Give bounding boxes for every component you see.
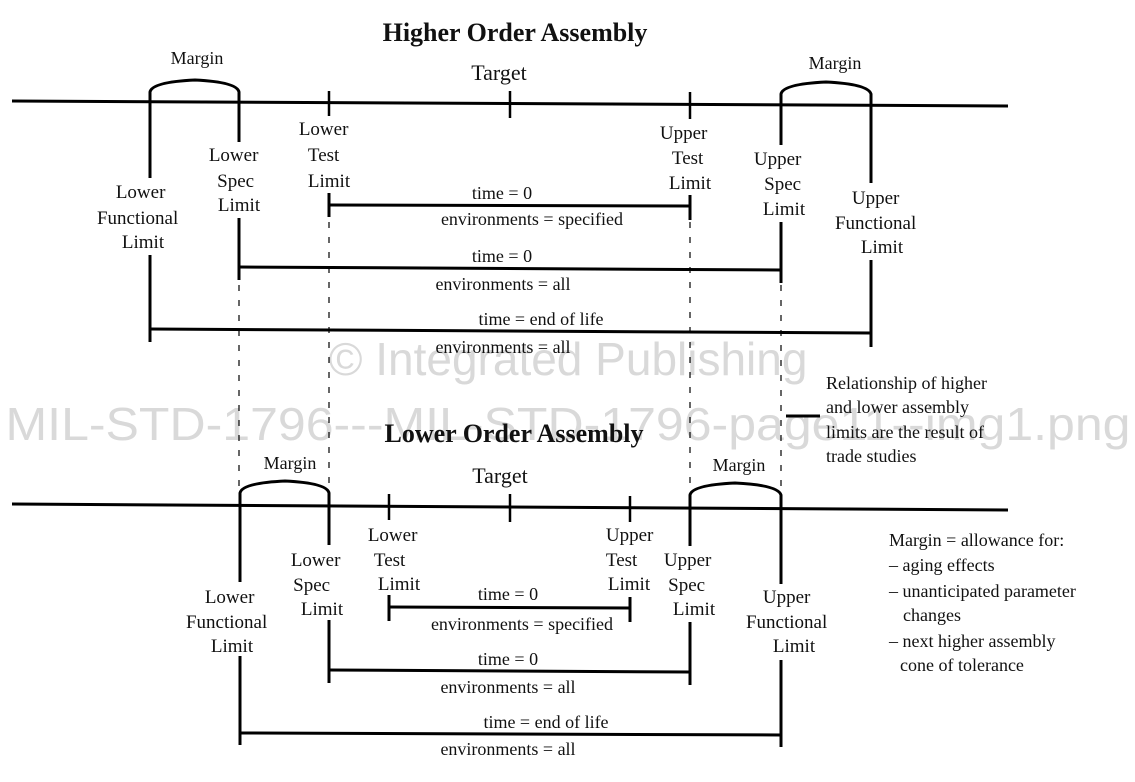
higher-band-all-time: time = 0 xyxy=(472,246,532,266)
higher-lower-functional-label: Lower Functional Limit xyxy=(97,182,183,253)
lower-target-label: Target xyxy=(472,463,527,488)
higher-title: Higher Order Assembly xyxy=(383,18,648,47)
lower-band-specified-bar xyxy=(388,605,631,610)
relationship-note-text: Relationship of higher and lower assembl… xyxy=(826,373,991,466)
lower-margin-right-label: Margin xyxy=(713,455,766,475)
higher-lower-test-label: Lower Test Limit xyxy=(299,119,353,192)
margin-note: Margin = allowance for: – aging effects … xyxy=(888,530,1080,675)
higher-band-all-env: environments = all xyxy=(435,274,570,294)
higher-upper-test-label: Upper Test Limit xyxy=(660,123,712,194)
higher-order-assembly: Higher Order Assembly Target Margin Marg… xyxy=(11,18,1009,357)
higher-band-eol-bar xyxy=(149,327,872,335)
lower-upper-spec-label: Upper Spec Limit xyxy=(664,550,716,620)
lower-margin-right-arc xyxy=(688,481,783,508)
margin-note-item-aging: – aging effects xyxy=(888,555,995,575)
lower-band-all-env: environments = all xyxy=(440,677,575,697)
lower-lower-test-label: Lower Test Limit xyxy=(368,525,422,595)
higher-target-label: Target xyxy=(471,60,526,85)
higher-margin-left-label: Margin xyxy=(171,48,224,68)
watermark-line1: © Integrated Publishing xyxy=(329,333,808,385)
lower-band-eol-time: time = end of life xyxy=(483,712,608,732)
higher-band-specified-env: environments = specified xyxy=(441,209,623,229)
higher-band-specified-bar xyxy=(328,203,691,208)
lower-band-eol-bar xyxy=(239,731,782,737)
higher-band-all-bar xyxy=(238,265,782,272)
higher-upper-spec-label: Upper Spec Limit xyxy=(754,149,806,220)
lower-band-eol-env: environments = all xyxy=(440,739,575,759)
lower-margin-left-arc xyxy=(238,479,331,506)
lower-band-all-time: time = 0 xyxy=(478,649,538,669)
lower-margin-left-label: Margin xyxy=(264,453,317,473)
higher-lower-spec-label: Lower Spec Limit xyxy=(209,145,263,216)
higher-upper-functional-label: Upper Functional Limit xyxy=(835,188,921,258)
watermark-line2: MIL-STD-1796---MIL-STD-1796-page11--img1… xyxy=(6,398,1131,450)
lower-title: Lower Order Assembly xyxy=(384,419,643,448)
lower-upper-functional-label: Upper Functional Limit xyxy=(746,587,832,657)
lower-lower-spec-label: Lower Spec Limit xyxy=(291,550,345,620)
higher-band-eol-env: environments = all xyxy=(435,337,570,357)
higher-band-specified-time: time = 0 xyxy=(472,183,532,203)
margin-note-item-unanticipated: – unanticipated parameter changes xyxy=(888,581,1080,625)
lower-lower-functional-label: Lower Functional Limit xyxy=(186,587,272,657)
lower-band-specified-env: environments = specified xyxy=(431,614,613,634)
higher-margin-right-arc xyxy=(779,80,873,105)
lower-band-specified-time: time = 0 xyxy=(478,584,538,604)
relationship-note: Relationship of higher and lower assembl… xyxy=(786,373,991,466)
higher-band-eol-time: time = end of life xyxy=(478,309,603,329)
lower-band-all-bar xyxy=(328,668,691,674)
projection-lines xyxy=(238,207,782,490)
lower-upper-test-label: Upper Test Limit xyxy=(606,525,658,595)
lower-order-assembly: Lower Order Assembly Target Margin Margi… xyxy=(11,419,1009,759)
higher-margin-right-label: Margin xyxy=(809,53,862,73)
margin-note-item-next-higher: – next higher assembly cone of tolerance xyxy=(888,631,1060,675)
margin-note-heading: Margin = allowance for: xyxy=(889,530,1064,550)
higher-margin-left-arc xyxy=(148,78,241,101)
